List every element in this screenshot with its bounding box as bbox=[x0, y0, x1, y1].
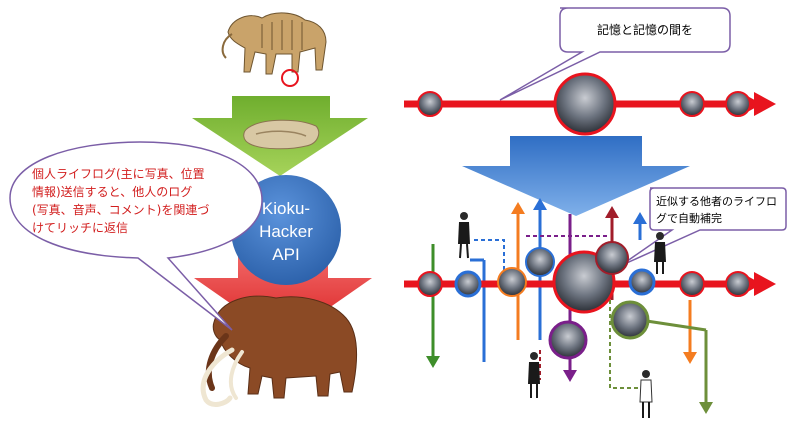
lower-photo-blue-2 bbox=[525, 247, 555, 277]
left-callout-text-line-3: (写真、音声、コメント)を関連づ bbox=[32, 202, 209, 217]
red-down-arrow bbox=[194, 250, 372, 340]
person-figure-man-right bbox=[654, 232, 666, 274]
skeleton-foot-highlight bbox=[281, 69, 299, 87]
api-label-line-3: API bbox=[272, 245, 299, 264]
lower-photo-left bbox=[417, 271, 443, 297]
lower-photo-green bbox=[610, 300, 650, 340]
left-callout-text-line-4: けてリッチに返信 bbox=[32, 221, 128, 235]
person-figure-man-bottom bbox=[528, 352, 540, 398]
upper-photo-small-right-1 bbox=[679, 91, 705, 117]
lower-photo-orange bbox=[497, 267, 527, 297]
upper-photo-large bbox=[553, 72, 617, 136]
mammoth-skeleton-image bbox=[221, 12, 327, 75]
mid-right-callout-line-2: グで自動補完 bbox=[656, 211, 722, 225]
left-callout-bubble bbox=[9, 141, 263, 331]
person-figure-woman-left bbox=[458, 212, 470, 259]
top-right-callout-text: 記憶と記憶の間を bbox=[597, 22, 693, 37]
upper-photo-small-right-2 bbox=[725, 91, 751, 117]
lower-photo-right-2 bbox=[725, 271, 751, 297]
upper-photo-small-left bbox=[417, 91, 443, 117]
left-callout-text-line-2: 情報)送信すると、他人のログ bbox=[32, 184, 192, 199]
left-callout-text-line-1: 個人ライフログ(主に写真、位置 bbox=[32, 166, 205, 181]
blue-down-arrow bbox=[462, 136, 690, 216]
api-label-line-2: Hacker bbox=[259, 222, 313, 241]
fossil-bone-image bbox=[243, 119, 320, 150]
woolly-mammoth-image bbox=[200, 295, 358, 407]
lower-photo-blue-1 bbox=[454, 270, 482, 298]
lower-photo-darkred bbox=[595, 241, 629, 275]
lower-photo-purple bbox=[548, 320, 588, 360]
person-figure-woman-bottom bbox=[639, 370, 653, 418]
lower-photo-blue-3 bbox=[628, 268, 656, 296]
lower-photo-right-1 bbox=[679, 271, 705, 297]
mid-right-callout-line-1: 近似する他者のライフロ bbox=[656, 195, 777, 208]
api-label-line-1: Kioku- bbox=[262, 199, 310, 218]
top-right-callout bbox=[499, 7, 731, 101]
